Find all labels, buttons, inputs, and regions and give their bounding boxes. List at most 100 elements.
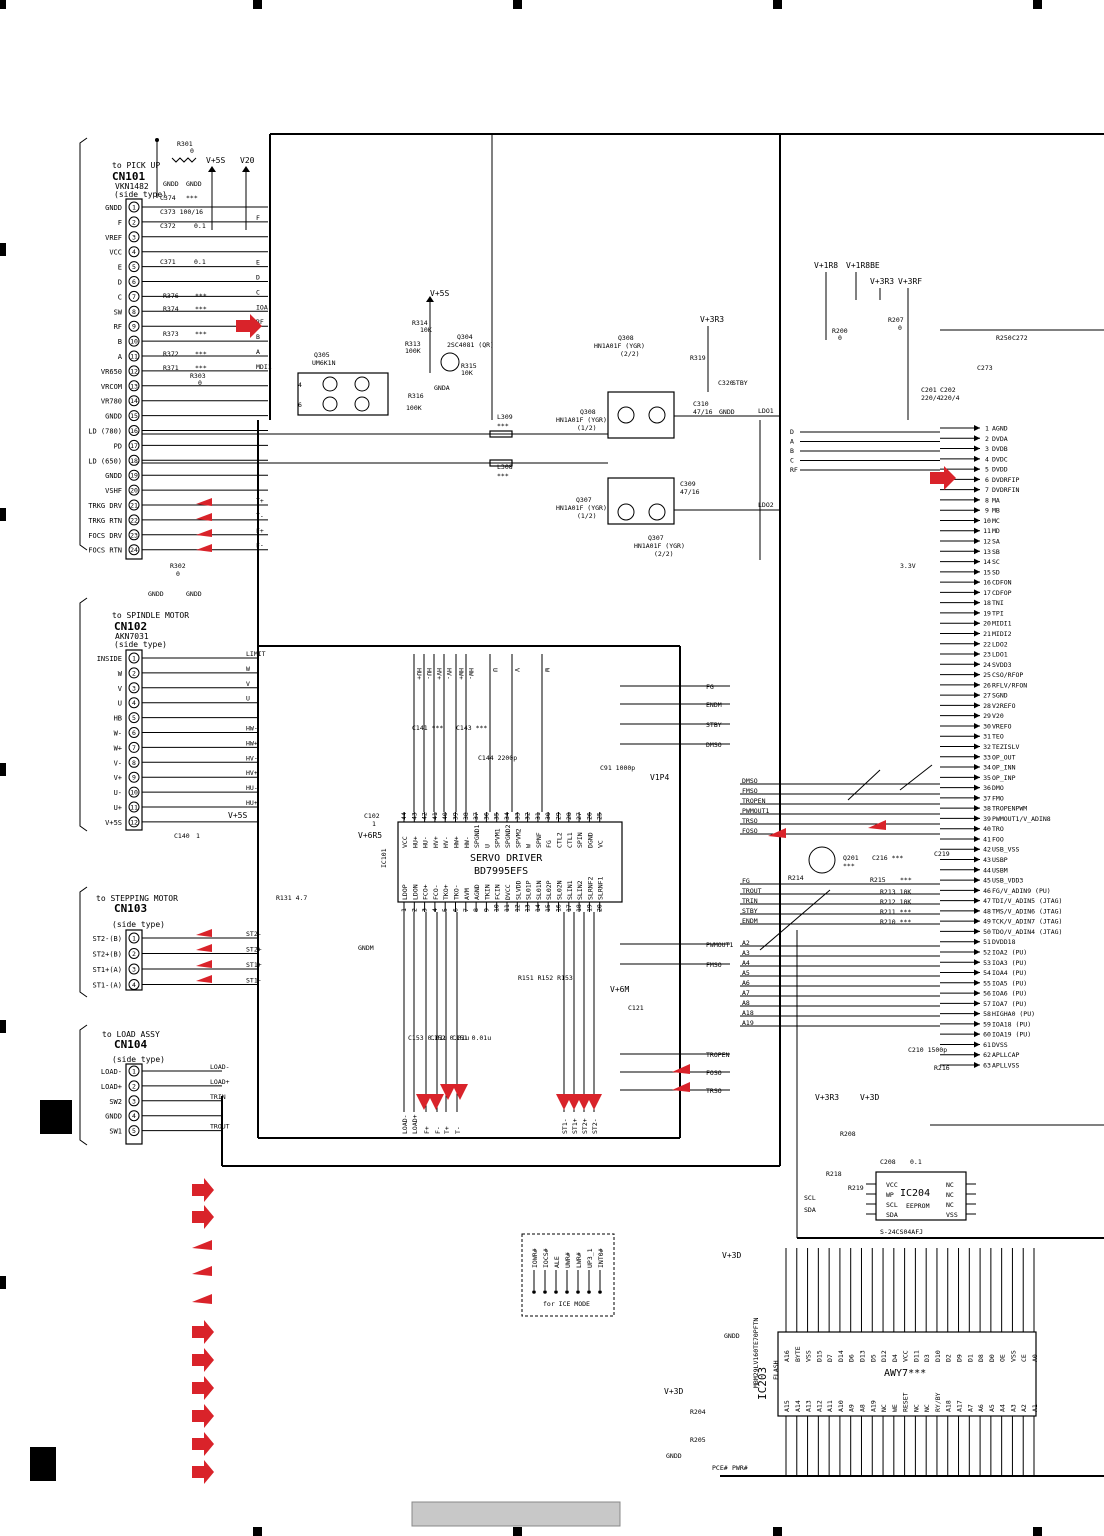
dsp-pin-number: 55 bbox=[983, 979, 991, 987]
svg-text:R200: R200 bbox=[832, 327, 848, 335]
cn104-pin-number: 4 bbox=[132, 1112, 136, 1120]
cn104-pin bbox=[128, 1125, 140, 1137]
servo-bot-num: 12 bbox=[513, 904, 521, 912]
dsp-pin-label: SGND bbox=[992, 692, 1008, 700]
servo-top-pin: VCC bbox=[401, 836, 409, 848]
dsp-pin-number: 40 bbox=[983, 825, 991, 833]
dsp-pin-arrow bbox=[974, 476, 980, 483]
ic203-top-pin: VSS bbox=[1009, 1350, 1017, 1362]
ic203-bot-pin: A11 bbox=[826, 1400, 834, 1412]
dsp-pin-label: CSO/RFOP bbox=[992, 671, 1023, 679]
cn102-pin-number: 5 bbox=[132, 714, 136, 722]
dsp-pin-label: IOA4 (PU) bbox=[992, 969, 1027, 977]
svg-text:R313: R313 bbox=[405, 340, 421, 348]
cn101-pin-label: F bbox=[118, 219, 122, 227]
cn101-pin-number: 19 bbox=[130, 472, 138, 480]
servo-bot-pin: FCO+ bbox=[422, 884, 430, 900]
cn104-pin bbox=[128, 1095, 140, 1107]
svg-text:(2/2): (2/2) bbox=[654, 550, 674, 558]
dsp-pin-label: DVDD18 bbox=[992, 938, 1016, 946]
dsp-pin-arrow bbox=[974, 568, 980, 575]
dsp-pin-label: USB_VSS bbox=[992, 846, 1019, 854]
cn101-name: CN101 bbox=[112, 170, 145, 183]
dsp-pin-label: V2REFO bbox=[992, 702, 1016, 710]
dsp-pin-label: V20 bbox=[992, 712, 1004, 720]
cn103-pin bbox=[128, 948, 140, 959]
servo-top-num: 32 bbox=[524, 812, 532, 820]
servo-out-label: ST2- bbox=[591, 1118, 599, 1134]
dsp-pin-number: 17 bbox=[983, 589, 991, 597]
cn102-type: (side type) bbox=[114, 640, 167, 649]
dsp-pin-arrow bbox=[974, 651, 980, 658]
dsp-pin-number: 32 bbox=[983, 743, 991, 751]
dsp-pin-number: 28 bbox=[983, 702, 991, 710]
cn101-pin-label: VR780 bbox=[101, 398, 122, 406]
dsp-pin-number: 46 bbox=[983, 887, 991, 895]
ic203-bot-pin: A12 bbox=[815, 1400, 823, 1412]
cn102-pin bbox=[128, 682, 140, 694]
dsp-pin-number: 16 bbox=[983, 579, 991, 587]
dsp-pin-number: 5 bbox=[985, 466, 989, 474]
svg-text:R151 R152 R153: R151 R152 R153 bbox=[518, 974, 573, 982]
svg-text:C102: C102 bbox=[364, 812, 380, 820]
cn103-pin-number: 3 bbox=[132, 966, 136, 974]
v3r3-label: V+3R3 bbox=[870, 277, 894, 286]
dsp-pin-label: TCK/V_ADIN7 (JTAG) bbox=[992, 918, 1062, 926]
cn102-pin-number: 3 bbox=[132, 684, 136, 692]
svg-text:6: 6 bbox=[298, 401, 302, 409]
cn101-pin-label: VR650 bbox=[101, 368, 122, 376]
cn102-pin-label: V+ bbox=[114, 774, 122, 782]
dsp-pin-label: TPI bbox=[992, 609, 1004, 617]
cn101-pin bbox=[128, 320, 140, 332]
svg-text:R210 ***: R210 *** bbox=[880, 918, 911, 926]
svg-text:C152 0.01u: C152 0.01u bbox=[430, 1034, 469, 1042]
svg-text:Q307: Q307 bbox=[648, 534, 664, 542]
cn101-pin-label: VCC bbox=[109, 249, 122, 257]
dsp-pin-number: 56 bbox=[983, 990, 991, 998]
dsp-pin-label: IOA19 (PU) bbox=[992, 1031, 1031, 1039]
ic203-top-pin: D9 bbox=[956, 1354, 964, 1362]
ic203-bot-pin: A10 bbox=[837, 1400, 845, 1412]
right-net-label: A3 bbox=[742, 949, 750, 957]
ic203-bot-pin: NC bbox=[912, 1404, 920, 1412]
servo-top-pin: W bbox=[525, 844, 533, 848]
dsp-pin-arrow bbox=[974, 445, 980, 452]
servo-bot-num: 16 bbox=[555, 904, 563, 912]
dsp-pin-label: DVDB bbox=[992, 445, 1008, 453]
svg-text:R303: R303 bbox=[190, 372, 206, 380]
dsp-pin-arrow bbox=[974, 825, 980, 832]
svg-text:220/4: 220/4 bbox=[940, 394, 960, 402]
servo-bot-num: 15 bbox=[544, 904, 552, 912]
svg-text:LDO1: LDO1 bbox=[758, 407, 774, 415]
cn101-pin bbox=[128, 395, 140, 407]
svg-text:V+5S: V+5S bbox=[228, 811, 247, 820]
cn101-pin-number: 14 bbox=[130, 397, 138, 405]
servo-top-num: 26 bbox=[585, 812, 593, 820]
svg-text:C202: C202 bbox=[940, 386, 956, 394]
dsp-pin-arrow bbox=[974, 425, 980, 431]
ic203-bot-pin: A13 bbox=[805, 1400, 813, 1412]
svg-text:0: 0 bbox=[190, 147, 194, 155]
dsp-pin-number: 13 bbox=[983, 548, 991, 556]
svg-text:R316: R316 bbox=[408, 392, 424, 400]
dsp-pin-label: APLLVSS bbox=[992, 1062, 1019, 1070]
cn102-pin bbox=[128, 756, 140, 768]
servo-top-pin: HV+ bbox=[432, 836, 440, 848]
svg-text:L309: L309 bbox=[497, 413, 513, 421]
dsp-pin-number: 27 bbox=[983, 692, 991, 700]
svg-text:R204: R204 bbox=[690, 1408, 706, 1416]
dsp-pin-arrow bbox=[974, 990, 980, 997]
servo-top-pin: SPVM2 bbox=[514, 828, 522, 848]
dsp-pin-label: IOA18 (PU) bbox=[992, 1020, 1031, 1028]
cn102-pin bbox=[128, 697, 140, 709]
svg-text:***: *** bbox=[186, 194, 198, 202]
servo-bot-pin: SLRNF1 bbox=[597, 876, 605, 900]
cn102-pin-number: 11 bbox=[130, 804, 138, 812]
dsp-pin-arrow bbox=[974, 938, 980, 945]
dsp-pin-arrow bbox=[974, 620, 980, 627]
ic203-label: AWY7*** bbox=[884, 1368, 926, 1379]
servo-right-label: ENDM bbox=[706, 701, 722, 709]
dsp-pin-number: 22 bbox=[983, 640, 991, 648]
